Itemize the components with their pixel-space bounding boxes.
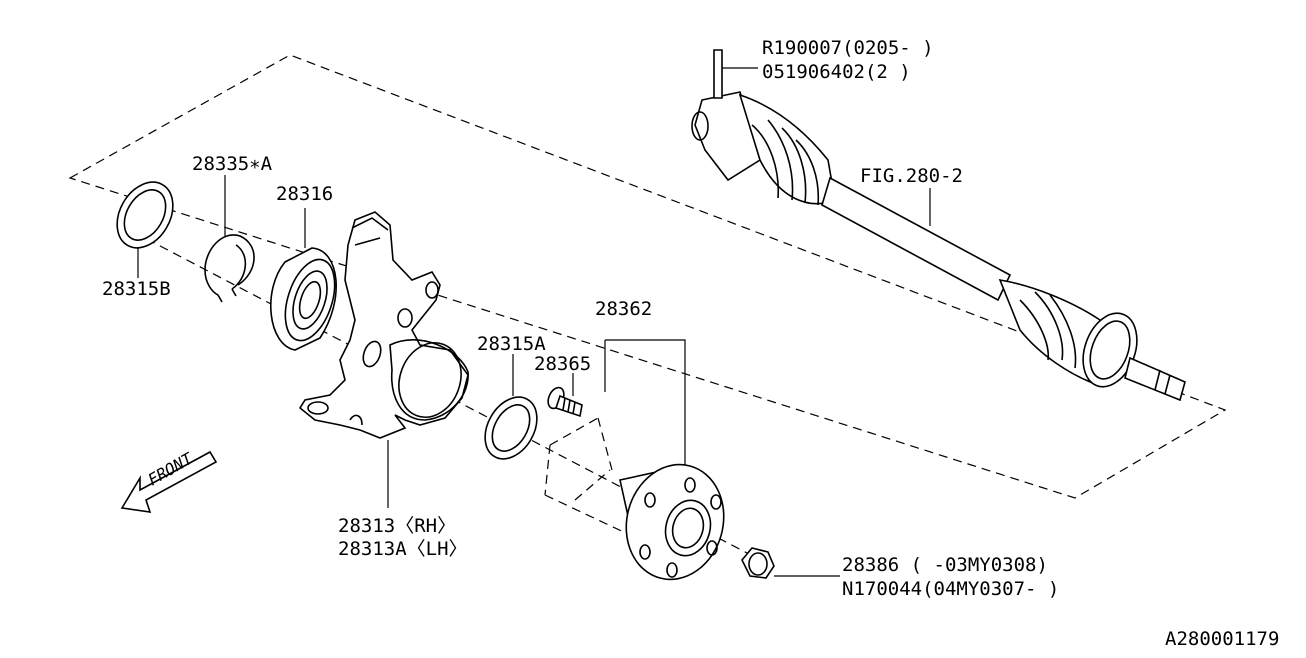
front-direction-arrow: FRONT <box>120 448 218 513</box>
assembly-boundary <box>68 54 1227 499</box>
label-28313-rh: 28313〈RH〉 <box>338 515 456 537</box>
label-28335a: 28335∗A <box>192 153 273 175</box>
label-fig280: FIG.280-2 <box>860 165 963 187</box>
seal-28315b <box>116 181 174 249</box>
label-051906402: 051906402(2 ) <box>762 61 911 83</box>
label-28315b: 28315B <box>102 278 171 300</box>
label-28386: 28386 ( -03MY0308) <box>842 554 1048 576</box>
seal-28315a <box>484 396 538 460</box>
hub-phantom-outline <box>544 417 631 536</box>
label-r190007: R190007(0205- ) <box>762 37 934 59</box>
label-28362: 28362 <box>595 298 652 320</box>
label-28316: 28316 <box>276 183 333 205</box>
label-28315a: 28315A <box>477 333 546 355</box>
drive-shaft-assembly <box>691 49 1186 402</box>
diagram-id: A280001179 <box>1165 628 1279 650</box>
leader-28362 <box>604 339 686 465</box>
label-n170044: N170044(04MY0307- ) <box>842 578 1059 600</box>
label-28313a-lh: 28313A〈LH〉 <box>338 538 468 560</box>
hub-bolt-28365 <box>547 386 583 418</box>
snap-ring-28335a <box>204 234 255 303</box>
axle-nut-28386 <box>741 547 775 579</box>
front-label: FRONT <box>145 448 197 489</box>
hub-28362 <box>619 463 725 581</box>
knuckle-28313 <box>298 211 469 439</box>
bearing-28316 <box>270 247 337 351</box>
label-28365: 28365 <box>534 353 591 375</box>
